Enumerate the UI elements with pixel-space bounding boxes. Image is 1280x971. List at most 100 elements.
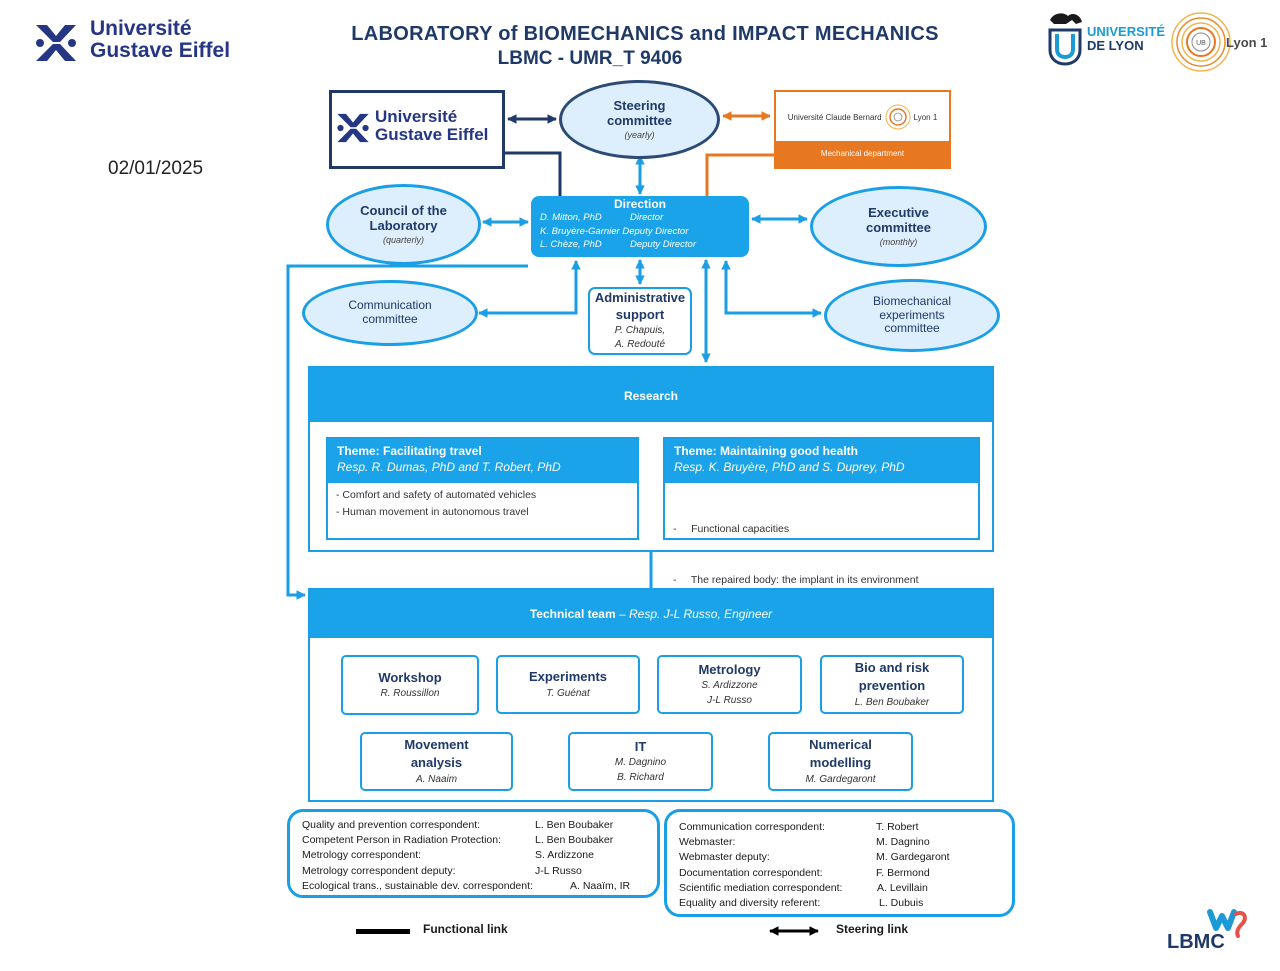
biomechanical-experiments-committee: Biomechanical experiments committee — [824, 279, 1000, 352]
theme-responsible: Resp. K. Bruyère, PhD and S. Duprey, PhD — [674, 460, 905, 474]
research-title: Research — [310, 368, 992, 422]
correspondent-row: Ecological trans., sustainable dev. corr… — [302, 879, 631, 892]
ucbl-swirl-icon: UB — [1171, 12, 1231, 72]
bio-risk-prevention-box: Bio and risk prevention L. Ben Boubaker — [820, 655, 964, 714]
theme-title: Theme: Maintaining good health — [674, 444, 858, 458]
uge-box-line1: Université — [375, 107, 458, 126]
document-date: 02/01/2025 — [108, 158, 204, 179]
movement-title-line1: Movement — [404, 737, 469, 753]
numerical-title-line2: modelling — [809, 755, 872, 770]
executive-committee-title: Executive committee — [865, 205, 932, 235]
direction-title: Direction — [613, 197, 666, 211]
workshop-title: Workshop — [378, 669, 442, 685]
experiments-person: T. Guénat — [546, 687, 590, 699]
theme-responsible: Resp. R. Dumas, PhD and T. Robert, PhD — [337, 460, 561, 474]
movement-analysis-box: Movement analysis A. Naaim — [360, 732, 513, 791]
uge-line1: Université — [90, 17, 192, 40]
lbmc-logo-icon — [1207, 909, 1247, 938]
numerical-modelling-box: Numerical modelling M. Gardegaront — [768, 732, 913, 791]
link-ucb-direction — [705, 153, 774, 197]
metrology-box: Metrology S. Ardizzone J-L Russo — [657, 655, 802, 714]
uge-emblem-icon — [337, 113, 369, 143]
lyon1-label: Lyon 1 — [1226, 35, 1268, 50]
uge-emblem-icon — [36, 25, 76, 61]
steering-committee-frequency: (yearly) — [624, 129, 655, 140]
correspondent-row: Communication correspondent:T. Robert — [679, 821, 919, 833]
direction-member: K. Bruyère-Garnier Deputy Director — [540, 225, 689, 237]
technical-team-responsible: – Resp. J-L Russo, Engineer — [615, 607, 773, 621]
link-uge-direction — [505, 151, 562, 197]
research-panel: Research Theme: Facilitating travel Resp… — [308, 366, 994, 586]
experiments-box: Experiments T. Guénat — [496, 655, 640, 714]
theme-maintaining-health: Theme: Maintaining good health Resp. K. … — [663, 437, 980, 586]
it-title: IT — [634, 738, 647, 754]
movement-title-line2: analysis — [410, 755, 463, 770]
admin-person: P. Chapuis, — [614, 324, 666, 336]
page-subtitle: LBMC - UMR_T 9406 — [497, 48, 683, 69]
uge-partner-box: Université Gustave Eiffel — [329, 90, 505, 169]
correspondent-row: Webmaster:M. Dagnino — [679, 836, 930, 849]
numerical-title-line1: Numerical — [809, 737, 872, 753]
uge-box-line2: Gustave Eiffel — [375, 124, 489, 144]
council-committee-frequency: (quarterly) — [382, 234, 424, 245]
metrology-title: Metrology — [698, 661, 761, 677]
communication-committee-title: Communication committee — [348, 298, 432, 326]
legend-steering-label: Steering link — [836, 922, 909, 936]
correspondent-row: Competent Person in Radiation Protection… — [302, 834, 614, 847]
steering-committee-title: Steering committee — [606, 98, 673, 128]
technical-team-title: Technical team – Resp. J-L Russo, Engine… — [310, 590, 992, 638]
theme-title: Theme: Facilitating travel — [337, 444, 482, 458]
executive-committee: Executive committee (monthly) — [810, 186, 987, 267]
ucb-partner-box: Université Claude Bernard Lyon 1 Mechani… — [774, 90, 951, 169]
council-committee-title: Council of the Laboratory — [360, 203, 447, 233]
steering-committee: Steering committee (yearly) — [559, 80, 720, 159]
correspondents-right: Communication correspondent:T. Robert We… — [664, 809, 1015, 917]
admin-title-line2: support — [615, 306, 665, 322]
technical-team-label: Technical team — [529, 607, 616, 621]
svg-text:UB: UB — [1196, 40, 1206, 47]
movement-person: A. Naaim — [415, 773, 458, 785]
metrology-person: J-L Russo — [707, 695, 752, 707]
correspondent-row: Webmaster deputy:M. Gardegaront — [679, 851, 950, 864]
ucbl-small-icon — [885, 104, 911, 130]
lion-shield-icon — [1048, 13, 1082, 66]
council-committee: Council of the Laboratory (quarterly) — [326, 184, 481, 265]
bio-title-line1: Bio and risk — [854, 660, 930, 676]
metrology-person: S. Ardizzone — [701, 680, 758, 692]
executive-committee-frequency: (monthly) — [879, 236, 918, 247]
link-direction-communication — [478, 260, 581, 318]
uge-logo: Université Gustave Eiffel — [33, 17, 263, 68]
it-box: IT M. Dagnino B. Richard — [568, 732, 713, 791]
correspondents-left: Quality and prevention correspondent:L. … — [287, 809, 660, 898]
correspondent-row: Equality and diversity referent:L. Dubui… — [679, 896, 924, 909]
theme-facilitating-travel: Theme: Facilitating travel Resp. R. Duma… — [326, 437, 639, 540]
correspondent-row: Documentation correspondent:F. Bermond — [679, 866, 930, 879]
theme-item: - The repaired body: the implant in its … — [673, 574, 919, 586]
udl-line1: UNIVERSITÉ — [1087, 24, 1166, 39]
legend-functional-label: Functional link — [423, 922, 508, 936]
legend-functional-line — [356, 929, 410, 934]
page-title: LABORATORY of BIOMECHANICS and IMPACT ME… — [351, 23, 939, 45]
correspondent-row: Metrology correspondent:S. Ardizzone — [302, 849, 594, 862]
theme-item: - Functional capacities — [673, 523, 790, 535]
udl-line2: DE LYON — [1087, 37, 1144, 53]
theme-item: - Comfort and safety of automated vehicl… — [336, 489, 537, 501]
experiments-title: Experiments — [528, 669, 608, 685]
lbmc-wordmark: LBMC — [1167, 931, 1225, 953]
ucb-name: Université Claude Bernard — [787, 112, 882, 122]
link-direction-biomech — [721, 260, 822, 318]
bio-person: L. Ben Boubaker — [854, 696, 930, 708]
admin-person: A. Redouté — [614, 339, 666, 351]
workshop-box: Workshop R. Roussillon — [341, 655, 479, 715]
correspondent-row: Metrology correspondent deputy:J-L Russo — [302, 864, 582, 877]
bio-title-line2: prevention — [858, 678, 926, 693]
it-person: B. Richard — [617, 772, 664, 784]
uge-line2: Gustave Eiffel — [90, 39, 231, 63]
ucb-department: Mechanical department — [776, 141, 949, 167]
ucb-lyon1: Lyon 1 — [913, 112, 938, 122]
udl-logo — [1046, 10, 1166, 68]
workshop-person: R. Roussillon — [380, 688, 440, 700]
correspondent-row: Scientific mediation correspondent:A. Le… — [679, 881, 928, 894]
